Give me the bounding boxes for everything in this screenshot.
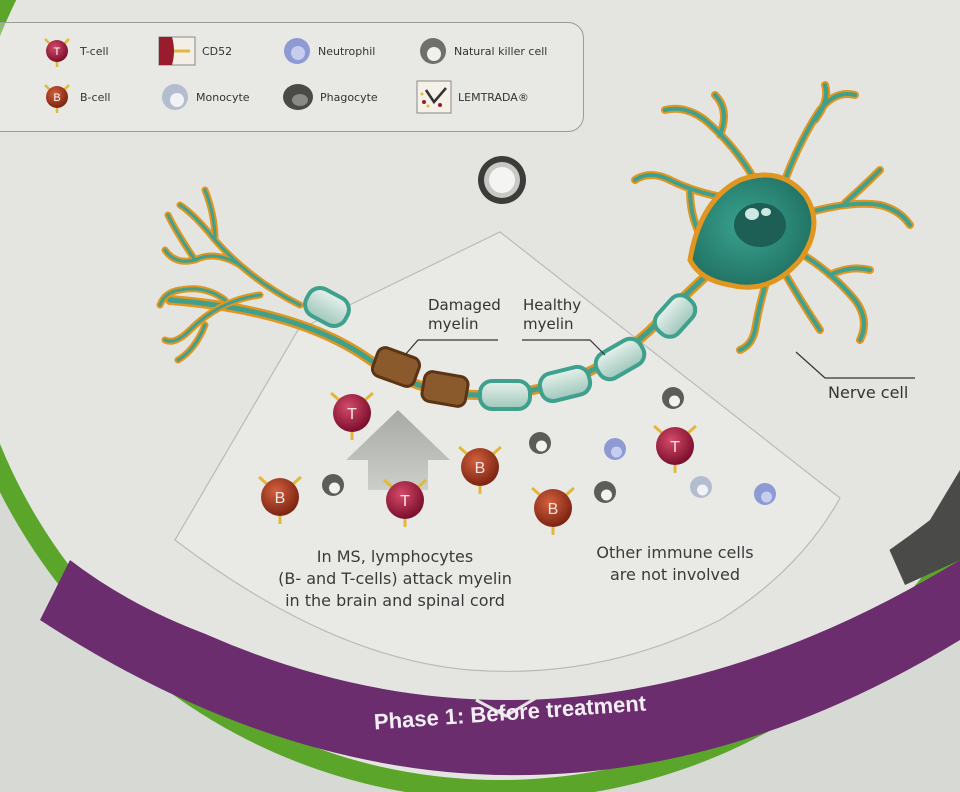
- healthy-myelin-sheath: [593, 336, 647, 382]
- healthy-myelin-sheath: [652, 293, 698, 339]
- damaged-myelin-sheath: [370, 346, 422, 388]
- bcell-body: [261, 478, 299, 516]
- immune-cells: T B T B B T: [258, 387, 776, 535]
- nk-cell: [594, 481, 616, 503]
- legend-label-phagocyte: Phagocyte: [320, 90, 378, 104]
- cell-letter: B: [475, 460, 486, 477]
- legend-label-monocyte: Monocyte: [196, 90, 250, 104]
- svg-text:T: T: [54, 46, 61, 58]
- nk-cell: [322, 474, 344, 496]
- tcell: T: [330, 391, 374, 440]
- ms-description: In MS, lymphocytes (B- and T-cells) atta…: [250, 546, 540, 612]
- legend-item-nk-cell: Natural killer cell: [418, 36, 547, 66]
- legend-label-nk-cell: Natural killer cell: [454, 44, 548, 58]
- axon-terminal-branches: [156, 186, 304, 364]
- nk-cell-nucleus: [669, 395, 680, 407]
- bcell-icon: B: [44, 84, 70, 113]
- monocyte-nucleus: [697, 484, 708, 496]
- ms-description-line: (B- and T-cells) attack myelin: [278, 569, 512, 588]
- dendrites: [631, 81, 914, 354]
- phagocyte-icon: [283, 84, 313, 110]
- legend-label-bcell: B-cell: [80, 90, 111, 104]
- legend-item-lemtrada: LEMTRADA®: [416, 80, 529, 114]
- nk-cell-icon: [420, 38, 446, 64]
- attack-arrow: [346, 410, 450, 490]
- cd52-icon: [158, 36, 196, 66]
- lemtrada-icon: [416, 80, 452, 114]
- legend-item-tcell: T T-cell: [40, 34, 109, 68]
- nk-cell-nucleus: [536, 440, 547, 452]
- nk-cell-nucleus: [329, 482, 340, 494]
- bcell: B: [458, 445, 502, 494]
- legend-item-monocyte: Monocyte: [160, 82, 250, 112]
- nerve-cell-label: Nerve cell: [828, 383, 909, 402]
- bcell-body: [461, 448, 499, 486]
- cell-letter: T: [400, 493, 410, 510]
- legend-item-cd52: CD52: [158, 36, 232, 66]
- bcell: B: [531, 486, 575, 535]
- healthy-myelin-sheath: [303, 286, 351, 328]
- cell-letter: B: [548, 501, 559, 518]
- legend-item-phagocyte: Phagocyte: [282, 82, 378, 112]
- neutrophil-icon: [284, 38, 310, 64]
- nk-cell-nucleus: [601, 489, 612, 501]
- other-cells-description-line: are not involved: [609, 565, 740, 584]
- svg-text:B: B: [53, 92, 60, 104]
- ms-description-line: In MS, lymphocytes: [316, 547, 474, 566]
- tcell-body: [333, 394, 371, 432]
- cell-letter: B: [275, 490, 286, 507]
- phase-band: [40, 560, 960, 776]
- damaged-myelin-sheath: [420, 370, 470, 408]
- leader-lines: [404, 339, 915, 379]
- ms-description-line: in the brain and spinal cord: [285, 591, 505, 610]
- neutrophil-nucleus: [611, 446, 622, 458]
- healthy-myelin-label-line: myelin: [523, 315, 574, 333]
- legend-label-lemtrada: LEMTRADA®: [458, 90, 529, 104]
- other-cells-description: Other immune cells are not involved: [570, 542, 780, 586]
- bcell: B: [258, 475, 302, 524]
- nk-cell: [529, 432, 551, 454]
- damaged-myelin-label-line: Damaged: [428, 296, 501, 314]
- healthy-myelin-sheath: [478, 379, 532, 411]
- healthy-myelin-label-line: Healthy: [523, 296, 582, 314]
- neutrophil-nucleus: [761, 491, 772, 503]
- damaged-myelin-label-line: myelin: [428, 315, 479, 333]
- nerve-cell-body: [687, 172, 817, 290]
- neutrophil: [754, 483, 776, 505]
- damaged-myelin-label: Damaged myelin: [428, 296, 501, 334]
- other-cells-description-line: Other immune cells: [596, 543, 754, 562]
- tcell: T: [653, 424, 697, 473]
- legend-label-neutrophil: Neutrophil: [318, 44, 376, 58]
- legend-label-cd52: CD52: [202, 44, 233, 58]
- tcell-body: [386, 481, 424, 519]
- myelin-segments: [303, 286, 698, 411]
- tcell-icon: T: [44, 38, 70, 67]
- neutrophil: [604, 438, 626, 460]
- legend-item-bcell: B B-cell: [40, 80, 110, 114]
- monocyte-icon: [162, 84, 188, 110]
- nucleus: [734, 203, 786, 247]
- tcell-body: [656, 427, 694, 465]
- legend-item-neutrophil: Neutrophil: [282, 36, 375, 66]
- band-notch: [475, 696, 537, 718]
- nk-cell: [662, 387, 684, 409]
- healthy-myelin-label: Healthy myelin: [523, 296, 581, 334]
- monocyte: [690, 476, 712, 498]
- bcell-body: [534, 489, 572, 527]
- tcell: T: [383, 478, 427, 527]
- cell-letter: T: [670, 439, 680, 456]
- healthy-myelin-sheath: [537, 364, 593, 404]
- legend-label-tcell: T-cell: [80, 44, 109, 58]
- cell-letter: T: [347, 406, 357, 423]
